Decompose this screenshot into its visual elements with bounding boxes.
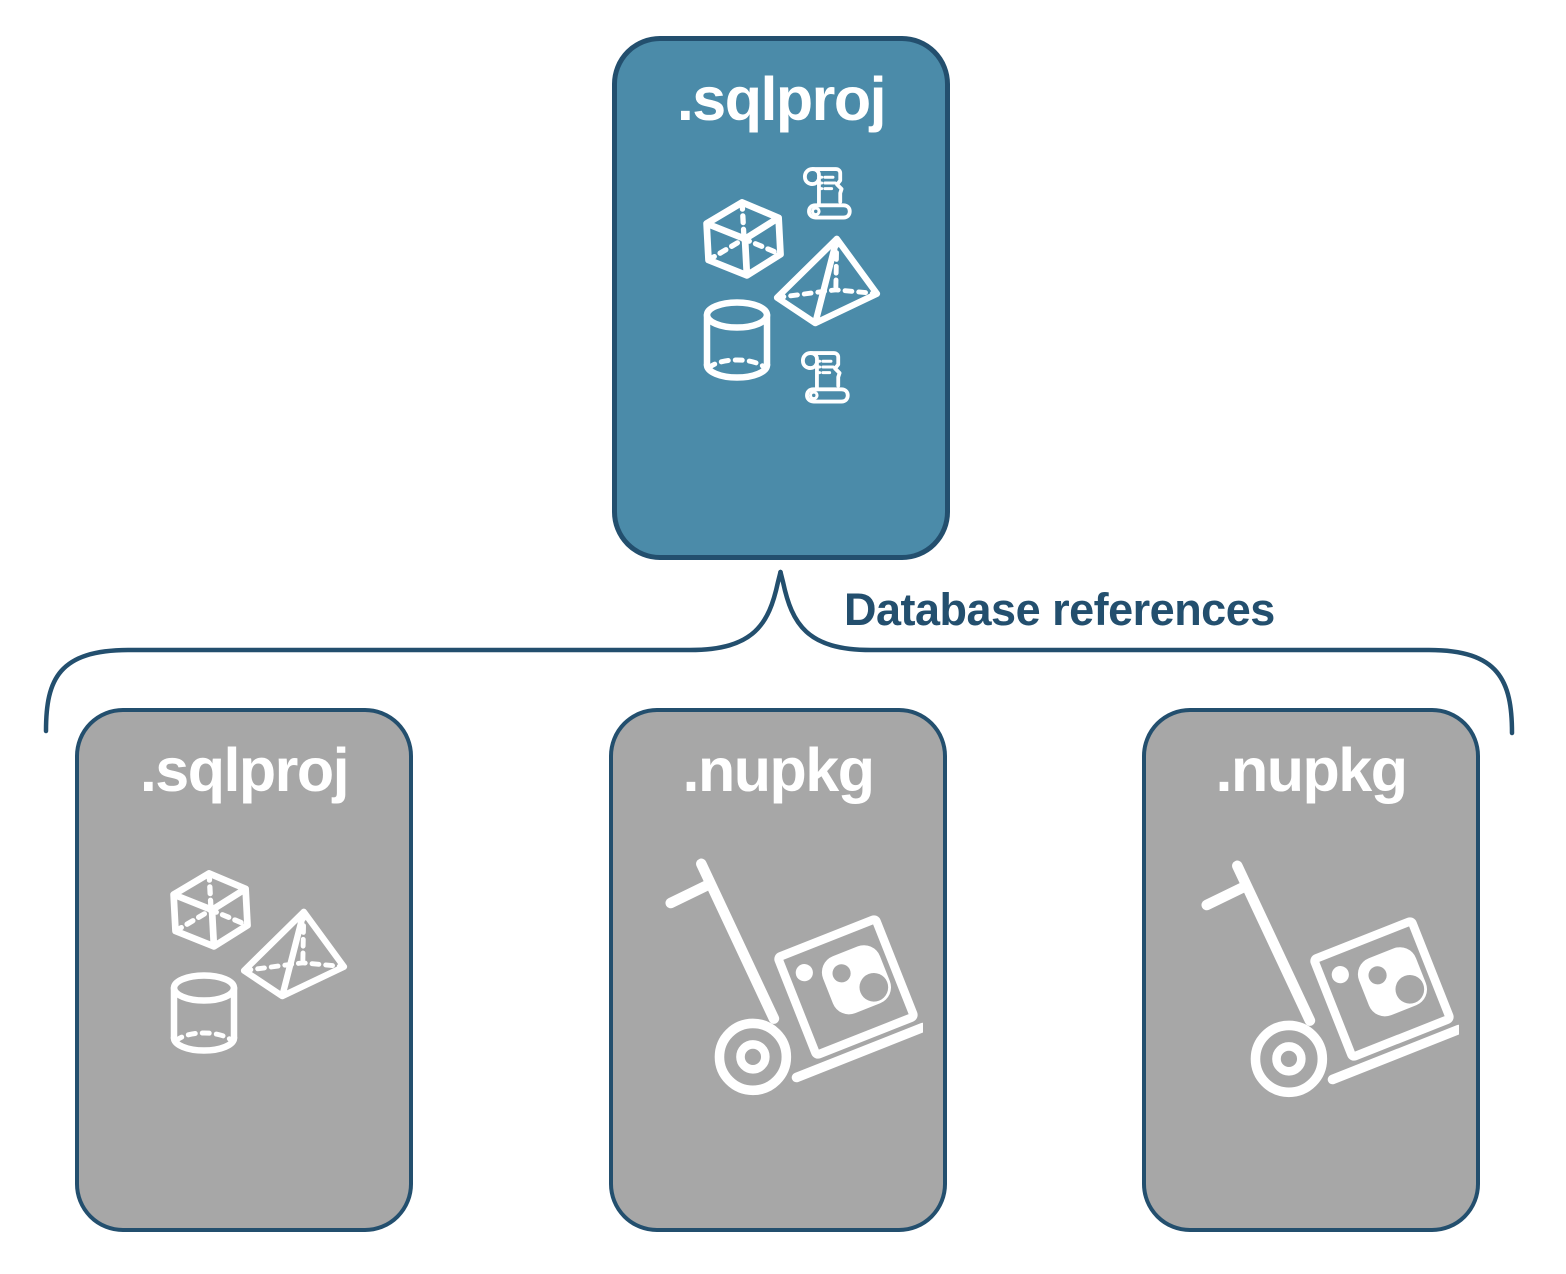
referenced-sqlproj-card-title: .sqlproj bbox=[139, 736, 350, 804]
cylinder-icon bbox=[701, 299, 773, 383]
database-references-label: Database references bbox=[844, 584, 1275, 635]
package-dolly-icon bbox=[1201, 860, 1459, 1101]
main-sqlproj-card: .sqlproj bbox=[612, 36, 950, 560]
scroll-icon bbox=[799, 165, 857, 223]
pyramid-icon bbox=[239, 906, 349, 1000]
referenced-nupkg-card-1: .nupkg bbox=[609, 708, 947, 1232]
cylinder-icon bbox=[168, 972, 240, 1056]
referenced-nupkg-card-1-title: .nupkg bbox=[682, 736, 875, 804]
package-dolly-icon bbox=[665, 858, 923, 1099]
main-sqlproj-card-title: .sqlproj bbox=[676, 65, 887, 133]
pyramid-icon bbox=[772, 233, 882, 327]
referenced-nupkg-card-2: .nupkg bbox=[1142, 708, 1480, 1232]
referenced-sqlproj-card: .sqlproj bbox=[75, 708, 413, 1232]
referenced-nupkg-card-2-title: .nupkg bbox=[1215, 736, 1408, 804]
scroll-icon bbox=[797, 349, 855, 407]
